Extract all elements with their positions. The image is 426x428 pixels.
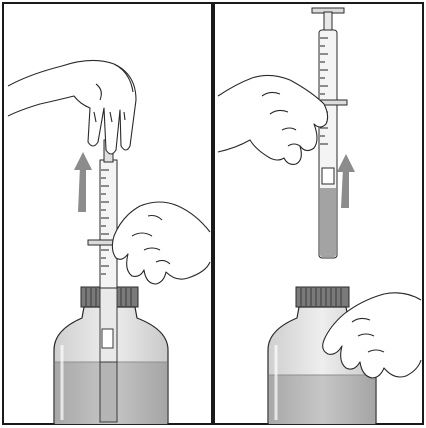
syringe-liquid — [320, 188, 336, 257]
syringe-barrel — [100, 160, 117, 288]
bottle-liquid — [269, 375, 375, 424]
